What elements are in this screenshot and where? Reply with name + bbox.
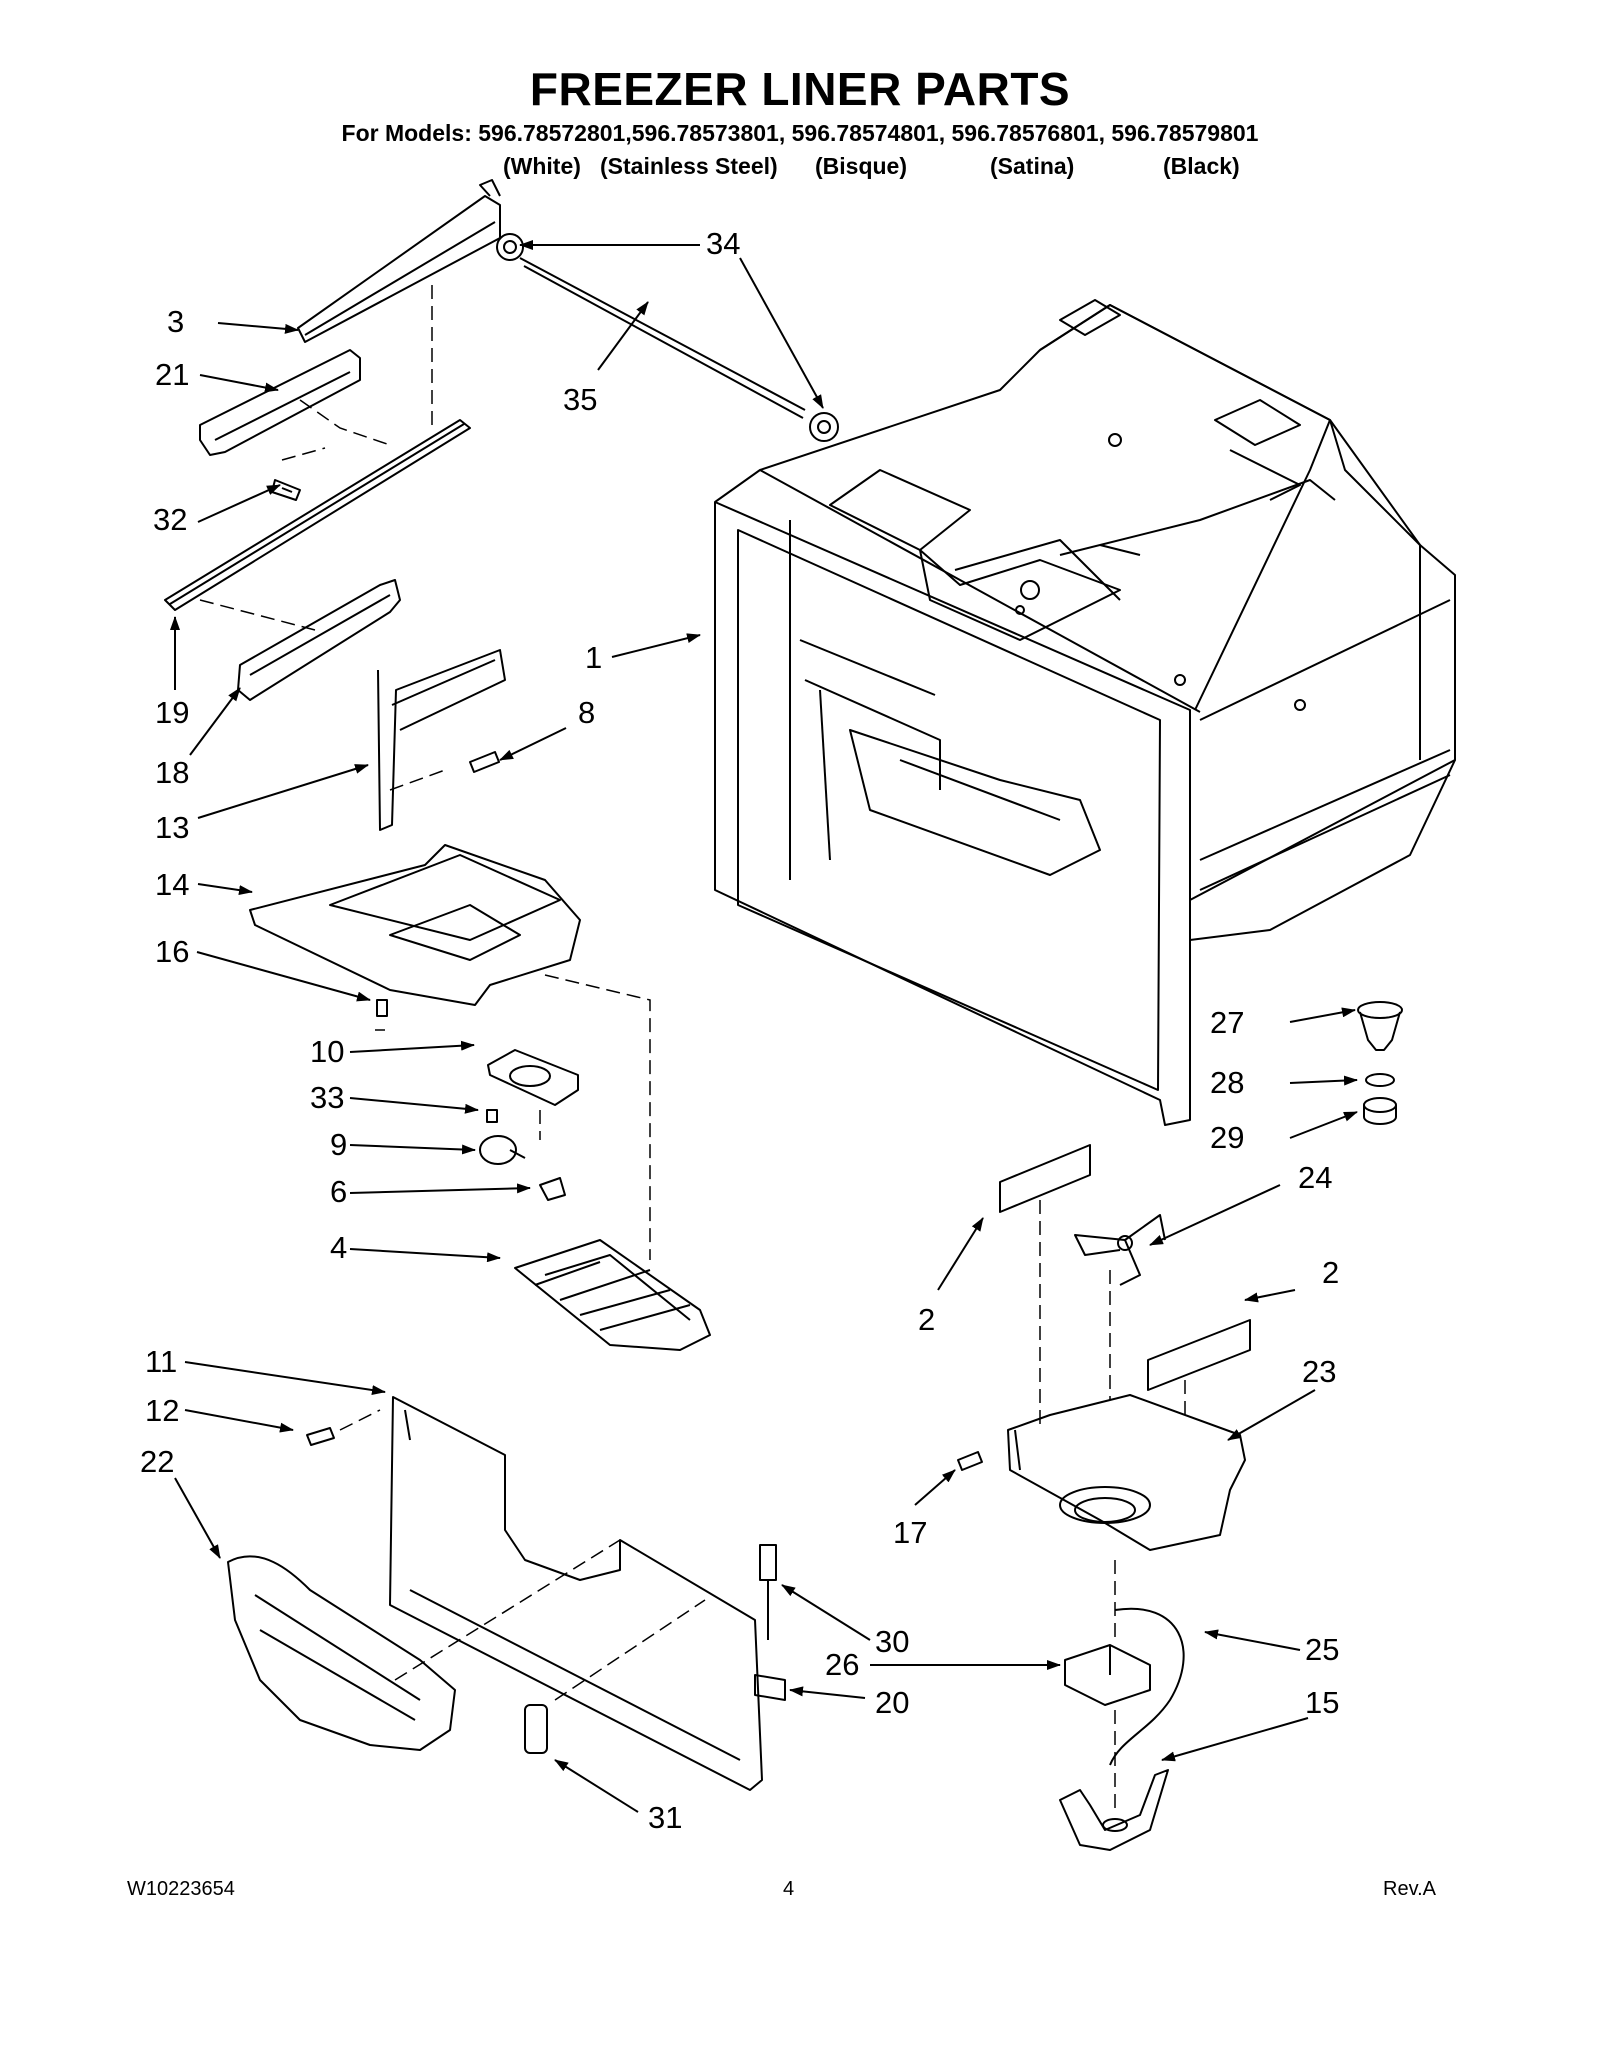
callout-15: 15 bbox=[1305, 1685, 1339, 1720]
revision-label: Rev.A bbox=[1383, 1878, 1436, 1900]
connector-16 bbox=[376, 999, 388, 1017]
callout-3: 3 bbox=[167, 304, 184, 339]
damper-housing-10 bbox=[487, 1049, 579, 1106]
fan-motor-26 bbox=[1064, 1644, 1151, 1706]
clip-31 bbox=[524, 1704, 548, 1754]
finish-label-stainless: (Stainless Steel) bbox=[600, 153, 778, 179]
callout-2-left: 2 bbox=[918, 1302, 935, 1337]
cap-27 bbox=[1357, 1001, 1403, 1051]
callout-14: 14 bbox=[155, 867, 189, 902]
shaft-35 bbox=[519, 257, 806, 419]
callout-21: 21 bbox=[155, 357, 189, 392]
callout-8: 8 bbox=[578, 695, 595, 730]
callout-27: 27 bbox=[1210, 1005, 1244, 1040]
callout-11: 11 bbox=[145, 1344, 177, 1379]
callout-22: 22 bbox=[140, 1444, 174, 1479]
screw-32 bbox=[271, 479, 301, 501]
callout-17: 17 bbox=[893, 1515, 927, 1550]
callout-28: 28 bbox=[1210, 1065, 1244, 1100]
rear-panel-11 bbox=[389, 1396, 763, 1791]
screw-8 bbox=[469, 751, 500, 773]
callout-33: 33 bbox=[310, 1080, 344, 1115]
callout-30: 30 bbox=[875, 1624, 909, 1659]
callout-26: 26 bbox=[825, 1647, 859, 1682]
callout-1: 1 bbox=[585, 640, 602, 675]
gasket-strip-20 bbox=[754, 1674, 786, 1701]
callout-23: 23 bbox=[1302, 1354, 1336, 1389]
callout-32: 32 bbox=[153, 502, 187, 537]
callout-4: 4 bbox=[330, 1230, 347, 1265]
callout-18: 18 bbox=[155, 755, 189, 790]
callout-25: 25 bbox=[1305, 1632, 1339, 1667]
screw-12 bbox=[306, 1427, 335, 1446]
callout-2-right: 2 bbox=[1322, 1255, 1339, 1290]
air-diverter-bracket bbox=[377, 649, 506, 831]
bracket-rail-upper bbox=[297, 179, 501, 343]
motor-bracket-15 bbox=[1059, 1769, 1169, 1851]
finish-label-white: (White) bbox=[503, 153, 581, 179]
fan-housing-23 bbox=[1007, 1394, 1246, 1551]
fan-blade-24 bbox=[1074, 1214, 1166, 1286]
grille-22 bbox=[227, 1555, 456, 1751]
sensor-30 bbox=[759, 1544, 777, 1640]
callout-20: 20 bbox=[875, 1685, 909, 1720]
freezer-liner bbox=[714, 299, 1456, 1126]
knob-9 bbox=[479, 1135, 526, 1165]
gear-34-lower bbox=[809, 412, 839, 442]
evaporator-cover-14 bbox=[249, 844, 581, 1006]
callout-24: 24 bbox=[1298, 1160, 1332, 1195]
callout-10: 10 bbox=[310, 1034, 344, 1069]
screw-33 bbox=[486, 1109, 498, 1123]
clip-6 bbox=[539, 1177, 566, 1201]
callout-13: 13 bbox=[155, 810, 189, 845]
callout-9: 9 bbox=[330, 1127, 347, 1162]
callout-labels: 34 3 21 35 32 19 1 18 8 13 14 16 10 33 9… bbox=[140, 226, 1339, 1835]
document-number: W10223654 bbox=[127, 1878, 235, 1900]
callout-6: 6 bbox=[330, 1174, 347, 1209]
page-number: 4 bbox=[783, 1878, 795, 1900]
callout-12: 12 bbox=[145, 1393, 179, 1428]
callout-29: 29 bbox=[1210, 1120, 1244, 1155]
finish-label-black: (Black) bbox=[1163, 153, 1240, 179]
callout-35: 35 bbox=[563, 382, 597, 417]
callout-19: 19 bbox=[155, 695, 189, 730]
slide-bracket-front bbox=[199, 349, 361, 456]
callout-leaders bbox=[170, 240, 1358, 1813]
gear-34-upper bbox=[496, 233, 524, 261]
screw-17 bbox=[957, 1451, 983, 1471]
callout-31: 31 bbox=[648, 1800, 682, 1835]
slide-rail bbox=[164, 419, 471, 611]
assembly-guide-lines bbox=[199, 285, 1186, 1810]
insulation-pad-upper bbox=[999, 1144, 1091, 1213]
finish-label-satina: (Satina) bbox=[990, 153, 1075, 179]
grille-4 bbox=[514, 1239, 711, 1351]
wire-harness-25 bbox=[1109, 1607, 1185, 1766]
plug-29 bbox=[1363, 1097, 1397, 1125]
insulation-pad-lower bbox=[1147, 1319, 1251, 1391]
ring-28 bbox=[1365, 1073, 1395, 1087]
model-list: For Models: 596.78572801,596.78573801, 5… bbox=[341, 120, 1259, 146]
callout-16: 16 bbox=[155, 934, 189, 969]
finish-label-bisque: (Bisque) bbox=[815, 153, 907, 179]
callout-34: 34 bbox=[706, 226, 740, 261]
slide-bracket-rear bbox=[237, 579, 401, 701]
page-title: FREEZER LINER PARTS bbox=[529, 63, 1071, 115]
